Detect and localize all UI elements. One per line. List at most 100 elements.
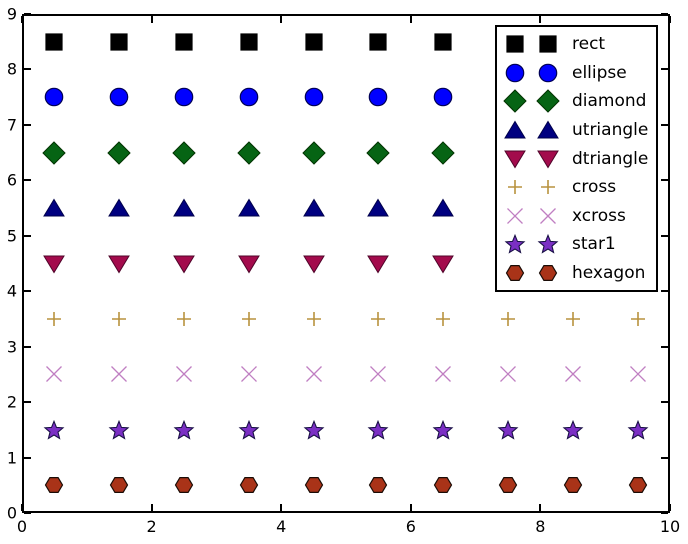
marker-cross (42, 307, 66, 331)
marker-ellipse (366, 85, 390, 109)
y-tick (661, 68, 668, 71)
hexagon-marker-icon (563, 477, 582, 494)
ellipse-marker-icon (433, 87, 453, 107)
hexagon-marker-icon (628, 477, 647, 494)
star1-marker-icon (503, 232, 527, 256)
marker-hexagon (626, 473, 650, 497)
diamond-marker-icon (301, 140, 326, 165)
y-tick (661, 123, 668, 126)
y-tick (661, 13, 668, 15)
x-tick (280, 16, 283, 23)
diamond-marker-icon (431, 140, 455, 165)
y-tick (661, 456, 668, 459)
marker-dtriangle (366, 252, 390, 276)
y-tick (661, 512, 668, 514)
y-tick-label: 6 (6, 170, 17, 190)
hexagon-marker-icon (498, 477, 518, 494)
hexagon-marker-icon (369, 477, 388, 494)
cross-marker-icon (630, 311, 645, 326)
y-tick (661, 290, 668, 293)
marker-dtriangle (107, 252, 131, 276)
star1-marker-icon (238, 419, 260, 440)
ellipse-marker-icon (304, 87, 323, 107)
utriangle-marker-icon (108, 198, 131, 217)
legend-entry-rect: rect (497, 30, 656, 59)
legend-entry-xcross: xcross (497, 202, 656, 231)
marker-diamond (107, 140, 131, 165)
star1-marker-icon (627, 419, 649, 440)
star1-marker-icon (108, 419, 130, 440)
ellipse-marker-icon (45, 87, 64, 107)
y-tick (24, 290, 31, 293)
y-tick (24, 123, 31, 126)
y-tick (24, 68, 31, 71)
marker-xcross (366, 362, 390, 386)
marker-ellipse (237, 85, 261, 109)
marker-hexagon (496, 473, 520, 497)
diamond-marker-icon (172, 140, 196, 165)
marker-cross (107, 307, 131, 331)
star1-marker-icon (367, 419, 389, 440)
marker-star1 (366, 418, 390, 442)
utriangle-marker-icon (432, 198, 455, 217)
hexagon-marker-icon (239, 477, 258, 494)
ellipse-marker-icon (503, 61, 527, 85)
y-tick (24, 13, 31, 15)
y-tick (661, 401, 668, 404)
y-tick-label: 0 (6, 503, 17, 523)
marker-xcross (626, 362, 650, 386)
legend-label: utriangle (572, 120, 649, 141)
x-tick-label: 4 (276, 517, 287, 536)
marker-rect (107, 30, 131, 54)
x-tick-label: 8 (535, 517, 546, 536)
cross-marker-icon (112, 311, 127, 326)
x-tick (150, 504, 153, 511)
marker-hexagon (237, 473, 261, 497)
marker-utriangle (237, 196, 261, 220)
hexagon-marker-icon (536, 261, 560, 285)
utriangle-marker-icon (503, 118, 527, 142)
star1-marker-icon (173, 419, 195, 440)
y-tick (661, 179, 668, 182)
y-tick-label: 4 (6, 281, 17, 301)
cross-marker-icon (436, 311, 451, 326)
dtriangle-marker-icon (367, 255, 390, 273)
marker-xcross (561, 362, 585, 386)
utriangle-marker-icon (237, 198, 260, 217)
legend-entry-star1: star1 (497, 230, 656, 259)
marker-diamond (172, 140, 196, 165)
dtriangle-marker-icon (503, 147, 527, 171)
marker-diamond (431, 140, 455, 165)
star1-marker-icon (497, 419, 519, 440)
marker-utriangle (366, 196, 390, 220)
ellipse-marker-icon (369, 87, 388, 107)
marker-ellipse (431, 85, 455, 109)
cross-marker-icon (241, 311, 256, 326)
marker-diamond (237, 140, 261, 165)
marker-utriangle (107, 196, 131, 220)
marker-xcross (172, 362, 196, 386)
hexagon-marker-icon (109, 477, 129, 494)
marker-hexagon (172, 473, 196, 497)
y-tick-label: 1 (6, 447, 17, 467)
marker-hexagon (302, 473, 326, 497)
cross-marker-icon (503, 175, 527, 199)
xcross-marker-icon (111, 366, 128, 383)
marker-cross (496, 307, 520, 331)
legend-entry-dtriangle: dtriangle (497, 144, 656, 173)
marker-diamond (42, 140, 67, 165)
marker-rect (172, 30, 196, 54)
diamond-marker-icon (536, 89, 560, 114)
x-tick (21, 504, 23, 511)
y-tick-label: 2 (6, 392, 17, 412)
marker-cross (561, 307, 585, 331)
y-tick-label: 9 (6, 4, 17, 24)
legend-label: diamond (572, 91, 647, 112)
marker-star1 (626, 418, 650, 442)
marker-cross (431, 307, 455, 331)
ellipse-marker-icon (536, 61, 560, 85)
y-tick (24, 401, 31, 404)
cross-marker-icon (565, 311, 580, 326)
x-tick-label: 0 (16, 517, 28, 536)
